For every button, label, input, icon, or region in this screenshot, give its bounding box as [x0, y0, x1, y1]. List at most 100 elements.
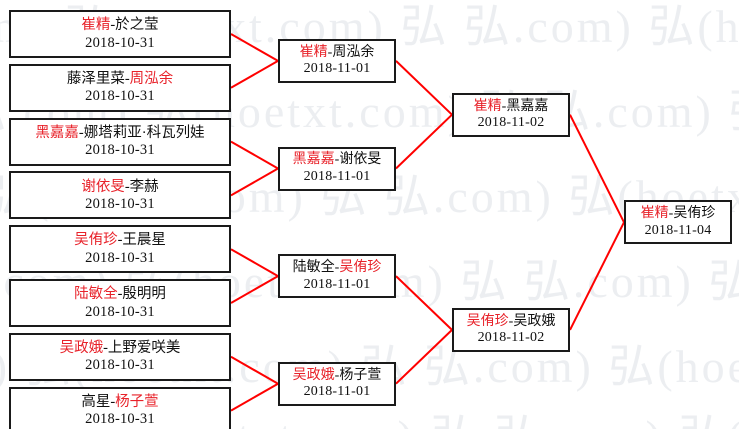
match-players: 陆敏全-殷明明	[74, 286, 166, 302]
player-winner: 黑嘉嘉	[292, 152, 335, 168]
player-separator: -	[117, 286, 123, 303]
player-winner: 吴政娥	[292, 367, 335, 383]
match-players: 崔精-黑嘉嘉	[474, 99, 549, 115]
player-winner: 吴侑珍	[74, 232, 118, 249]
match-date: 2018-10-31	[85, 303, 155, 320]
bracket-connector	[230, 60, 279, 89]
player-separator: -	[327, 44, 333, 60]
match-players: 吴侑珍-王晨星	[74, 232, 166, 248]
player-winner: 黑嘉嘉	[35, 124, 79, 141]
match-date: 2018-10-31	[85, 411, 155, 428]
player-winner: 崔精	[81, 17, 111, 34]
match-date: 2018-11-04	[644, 222, 712, 238]
match-date: 2018-11-02	[477, 115, 545, 131]
match-date: 2018-11-01	[303, 61, 371, 77]
match-players: 黑嘉嘉-娜塔莉亚·科瓦列娃	[35, 125, 204, 141]
player-loser: 王晨星	[122, 232, 166, 249]
player-separator: -	[668, 206, 674, 222]
bracket-connector	[395, 113, 453, 170]
match-players: 吴政娥-上野爱咲美	[60, 340, 181, 356]
player-separator: -	[117, 232, 123, 249]
bracket-connector	[230, 355, 279, 385]
match-players: 吴侑珍-吴政娥	[467, 314, 556, 330]
match-players: 吴政娥-杨子萱	[293, 368, 382, 384]
match-players: 高星-杨子萱	[81, 394, 158, 410]
match-date: 2018-10-31	[85, 34, 155, 51]
player-separator: -	[78, 124, 84, 141]
player-separator: -	[501, 98, 507, 114]
player-winner: 谢依旻	[81, 178, 125, 195]
player-loser: 於之莹	[115, 17, 159, 34]
player-loser: 吴政娥	[513, 313, 556, 329]
match-date: 2018-11-01	[303, 276, 371, 292]
player-separator: -	[110, 393, 116, 410]
player-winner: 崔精	[473, 98, 502, 114]
match-players: 谢依旻-李赫	[81, 179, 158, 195]
player-loser: 谢依旻	[339, 152, 382, 168]
match-players: 崔精-周泓余	[300, 45, 375, 61]
match-players: 崔精-吴侑珍	[641, 206, 716, 222]
match-players: 藤泽里菜-周泓余	[67, 71, 173, 87]
match-date: 2018-10-31	[85, 249, 155, 266]
bracket-connector	[569, 221, 625, 331]
player-loser: 娜塔莉亚·科瓦列娃	[83, 124, 205, 141]
match-players: 陆敏全-吴侑珍	[293, 260, 382, 276]
player-loser: 杨子萱	[339, 367, 382, 383]
player-loser: 吴侑珍	[673, 206, 716, 222]
bracket-connector	[395, 329, 453, 385]
player-winner: 崔精	[299, 44, 328, 60]
bracket-connector	[569, 114, 625, 223]
player-loser: 藤泽里菜	[66, 71, 125, 88]
player-separator: -	[334, 152, 340, 168]
bracket-connector	[230, 248, 279, 277]
match-date: 2018-10-31	[85, 357, 155, 374]
player-winner: 周泓余	[129, 71, 174, 88]
match-players: 崔精-於之莹	[81, 17, 158, 33]
bracket-connector	[230, 382, 279, 412]
player-loser: 李赫	[129, 178, 159, 195]
bracket-connector	[230, 275, 279, 304]
bracket-connector	[395, 275, 453, 331]
player-winner: 陆敏全	[74, 286, 118, 303]
player-loser: 周泓余	[332, 44, 375, 60]
bracket-connector	[230, 140, 279, 170]
player-loser: 上野爱咲美	[107, 340, 181, 357]
player-separator: -	[508, 313, 514, 329]
match-date: 2018-10-31	[85, 142, 155, 159]
match-date: 2018-11-01	[303, 169, 371, 184]
player-separator: -	[124, 178, 130, 195]
player-loser: 高星	[81, 393, 111, 410]
player-loser: 殷明明	[122, 286, 166, 303]
match-players: 黑嘉嘉-谢依旻	[293, 152, 382, 168]
bracket-connector	[230, 33, 279, 62]
match-date: 2018-11-02	[477, 330, 545, 346]
player-separator: -	[103, 340, 108, 357]
player-loser: 黑嘉嘉	[506, 98, 549, 114]
player-separator: -	[110, 17, 116, 34]
match-date: 2018-10-31	[85, 195, 155, 212]
player-winner: 杨子萱	[115, 393, 159, 410]
player-separator: -	[124, 71, 130, 88]
player-separator: -	[334, 367, 340, 383]
bracket-connector	[230, 167, 279, 197]
player-winner: 吴侑珍	[466, 313, 509, 329]
player-winner: 崔精	[640, 206, 669, 222]
player-winner: 吴政娥	[59, 340, 104, 357]
bracket-connector	[395, 60, 453, 116]
